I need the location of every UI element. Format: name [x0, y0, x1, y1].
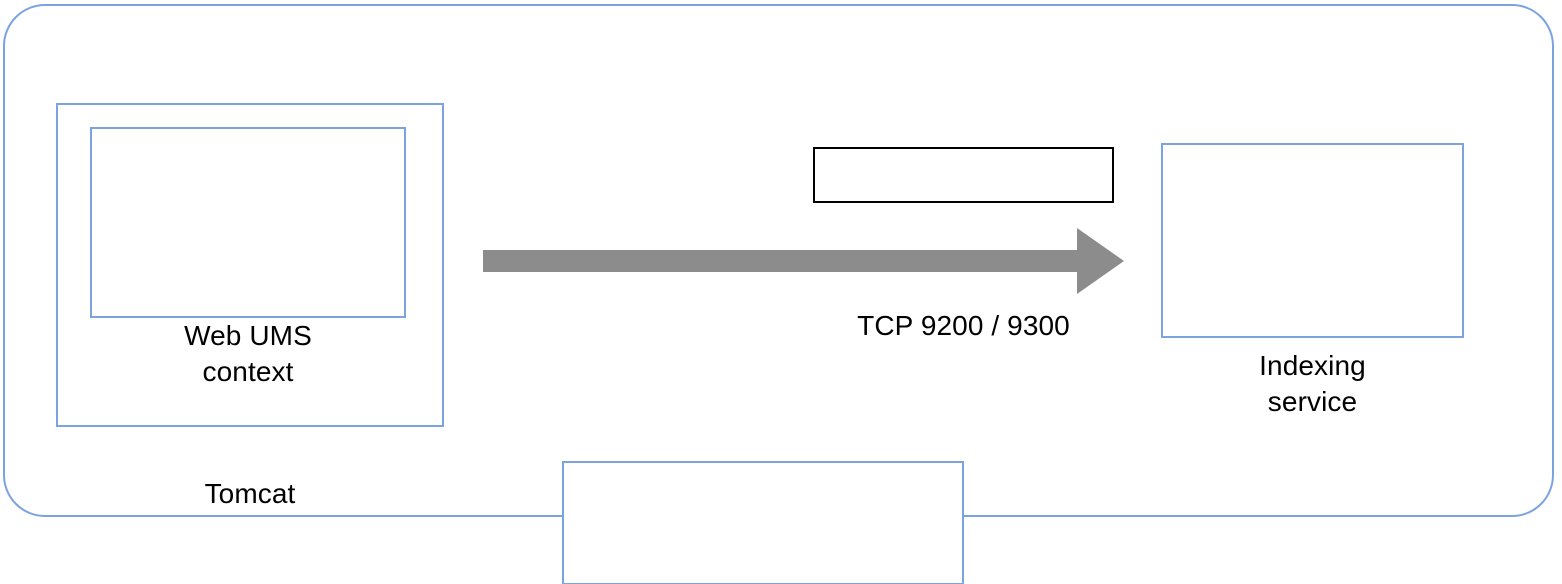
web-ums-context-label: Web UMS context	[184, 320, 312, 387]
tomcat-label: Tomcat	[204, 478, 296, 509]
indexing-service-box[interactable]: Indexing service	[1161, 143, 1464, 417]
block-arrow-icon	[483, 228, 1124, 294]
ums-server-box[interactable]: UMS Server	[562, 461, 964, 584]
indexing-service-label: Indexing service	[1259, 350, 1366, 417]
tcp-port-label: TCP 9200 / 9300	[857, 310, 1070, 341]
web-ums-context-box[interactable]: Web UMS context	[90, 127, 406, 387]
tcp-flow-arrow	[483, 228, 1124, 294]
tcp-port-label-box: TCP 9200 / 9300	[813, 147, 1114, 341]
